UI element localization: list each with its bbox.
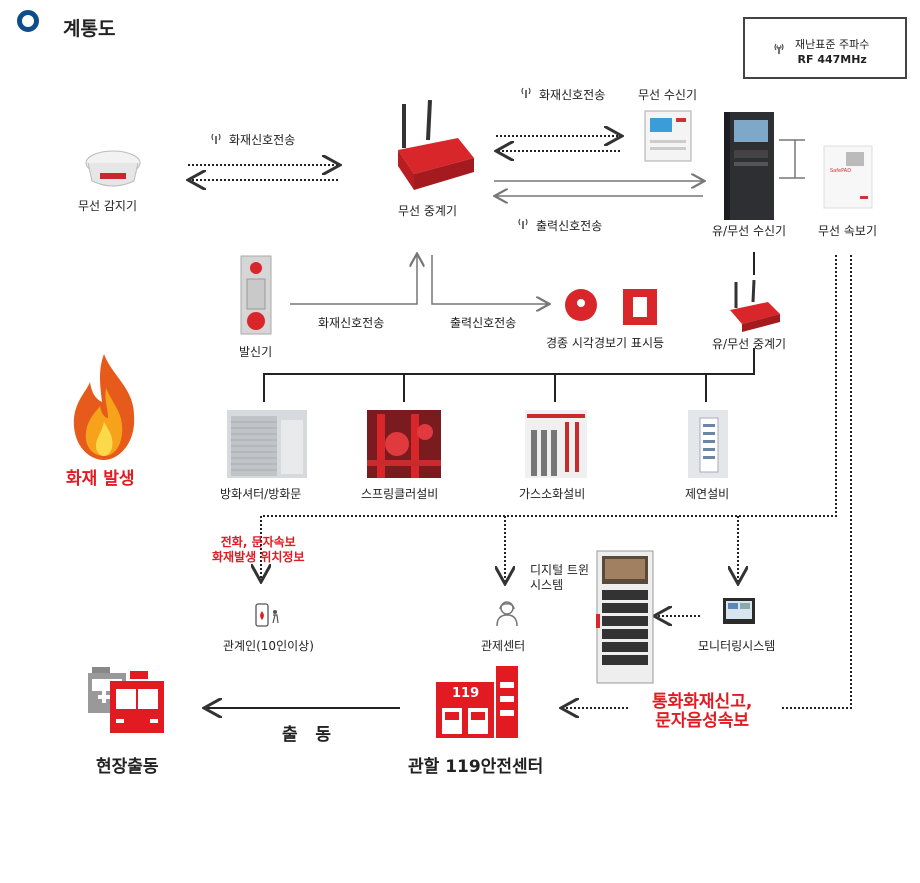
monitor-icon bbox=[723, 598, 755, 624]
operator-icon bbox=[496, 601, 518, 626]
signal-label: 화재신호전송 bbox=[539, 88, 606, 102]
antenna-icon bbox=[211, 133, 221, 144]
signal-label: 화재신호전송 bbox=[318, 316, 385, 330]
label-related-persons: 관계인(10인이상) bbox=[223, 639, 314, 653]
label-field-dispatch: 현장출동 bbox=[96, 757, 159, 777]
wireless-reporter-icon: SafePAD bbox=[823, 145, 873, 209]
label-fire-station: 관할 119안전센터 bbox=[408, 757, 544, 777]
label-control-center: 관제센터 bbox=[481, 639, 526, 653]
phone-notice-line2: 화재발생 위치정보 bbox=[212, 550, 305, 564]
report-notice: 통화화재신고, 문자음성속보 bbox=[652, 693, 752, 731]
fire-station-icon bbox=[436, 666, 518, 738]
station-number: 119 bbox=[452, 686, 480, 701]
alarm-bell-icon bbox=[565, 289, 657, 325]
receiver-cabinet-icon bbox=[724, 112, 774, 220]
rf-line1: 재난표준 주파수 bbox=[795, 38, 870, 51]
wireless-receiver-icon bbox=[644, 110, 692, 162]
wireless-repeater-icon bbox=[398, 100, 474, 190]
sprinkler-icon bbox=[367, 410, 441, 478]
signal-label: 화재신호전송 bbox=[229, 133, 296, 147]
phone-notice-line1: 전화, 문자속보 bbox=[220, 535, 296, 549]
label-sprinkler: 스프링클러설비 bbox=[361, 487, 439, 501]
digital-twin-line2: 시스템 bbox=[530, 578, 564, 592]
label-wireless-receiver: 무선 수신기 bbox=[638, 88, 698, 102]
antenna-icon bbox=[518, 218, 528, 229]
label-wireless-repeater: 무선 중계기 bbox=[398, 204, 458, 218]
repeater2-icon bbox=[730, 280, 780, 332]
antenna-icon bbox=[774, 43, 784, 54]
smartphone-icon bbox=[255, 603, 279, 627]
logo-icon bbox=[17, 10, 39, 32]
transmitter-icon bbox=[240, 255, 272, 335]
dispatch-label: 출 동 bbox=[282, 725, 332, 745]
fire-event-label: 화재 발생 bbox=[66, 469, 135, 489]
label-transmitter: 발신기 bbox=[239, 345, 273, 359]
label-monitoring-system: 모니터링시스템 bbox=[698, 639, 776, 653]
rf-line2: RF 447MHz bbox=[797, 53, 867, 66]
antenna-icon bbox=[521, 87, 531, 98]
phone-notice: 전화, 문자속보 화재발생 위치정보 bbox=[212, 535, 305, 565]
signal-label: 출력신호전송 bbox=[536, 219, 603, 233]
report-notice-line1: 통화화재신고, bbox=[652, 692, 753, 712]
label-wireless-reporter: 무선 속보기 bbox=[818, 224, 878, 238]
fire-shutter-icon bbox=[227, 410, 307, 478]
fire-icon bbox=[73, 354, 135, 460]
label-wired-wireless-receiver: 유/무선 수신기 bbox=[712, 224, 787, 238]
rf-frequency-box: 재난표준 주파수 RF 447MHz bbox=[743, 17, 907, 79]
label-gas-extinguisher: 가스소화설비 bbox=[519, 487, 586, 501]
digital-twin-line1: 디지털 트윈 bbox=[530, 563, 590, 577]
report-notice-line2: 문자음성속보 bbox=[655, 711, 750, 731]
label-wired-wireless-repeater: 유/무선 중계기 bbox=[712, 337, 787, 351]
svg-text:SafePAD: SafePAD bbox=[830, 168, 851, 174]
page-title: 계통도 bbox=[63, 18, 116, 40]
label-alarm-devices: 경종 시각경보기 표시등 bbox=[546, 336, 665, 350]
signal-label: 출력신호전송 bbox=[450, 316, 517, 330]
label-fire-shutter: 방화셔터/방화문 bbox=[220, 487, 302, 501]
digital-twin-label: 디지털 트윈 시스템 bbox=[530, 563, 589, 593]
smoke-detector-icon bbox=[85, 150, 141, 187]
fire-truck-icon bbox=[88, 667, 164, 733]
label-wireless-detector: 무선 감지기 bbox=[78, 199, 138, 213]
gas-extinguisher-icon bbox=[525, 410, 587, 478]
server-rack-icon bbox=[596, 550, 654, 684]
smoke-control-icon bbox=[688, 410, 728, 478]
label-smoke-control: 제연설비 bbox=[685, 487, 730, 501]
